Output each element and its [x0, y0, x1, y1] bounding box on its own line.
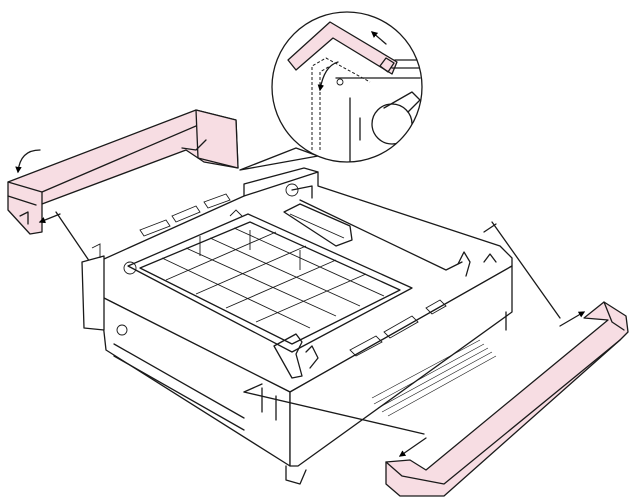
- guide-stub: [483, 223, 497, 233]
- tray-bottom-hatch: [371, 339, 497, 417]
- front-cover-panel: [385, 301, 629, 497]
- detail-lift-arrow: [317, 61, 339, 92]
- release-lever: [273, 333, 303, 379]
- rear-cover: [7, 109, 239, 235]
- removal-arrow-right: [559, 311, 586, 327]
- detail-slide-arrow: [371, 31, 387, 45]
- detail-cover-corner: [287, 21, 398, 75]
- tray-unit: [81, 167, 513, 485]
- front-cover: [385, 301, 629, 497]
- callout-tail: [239, 147, 319, 171]
- guide-line-bottom: [243, 391, 425, 435]
- guide-line-right: [491, 221, 561, 319]
- removal-arrow-left: [38, 213, 61, 224]
- release-arrow: [398, 437, 427, 457]
- detail-view: [239, 11, 423, 171]
- guide-line-left: [55, 211, 95, 269]
- guide-stub-bottom: [243, 383, 263, 393]
- lift-arrow: [15, 149, 41, 174]
